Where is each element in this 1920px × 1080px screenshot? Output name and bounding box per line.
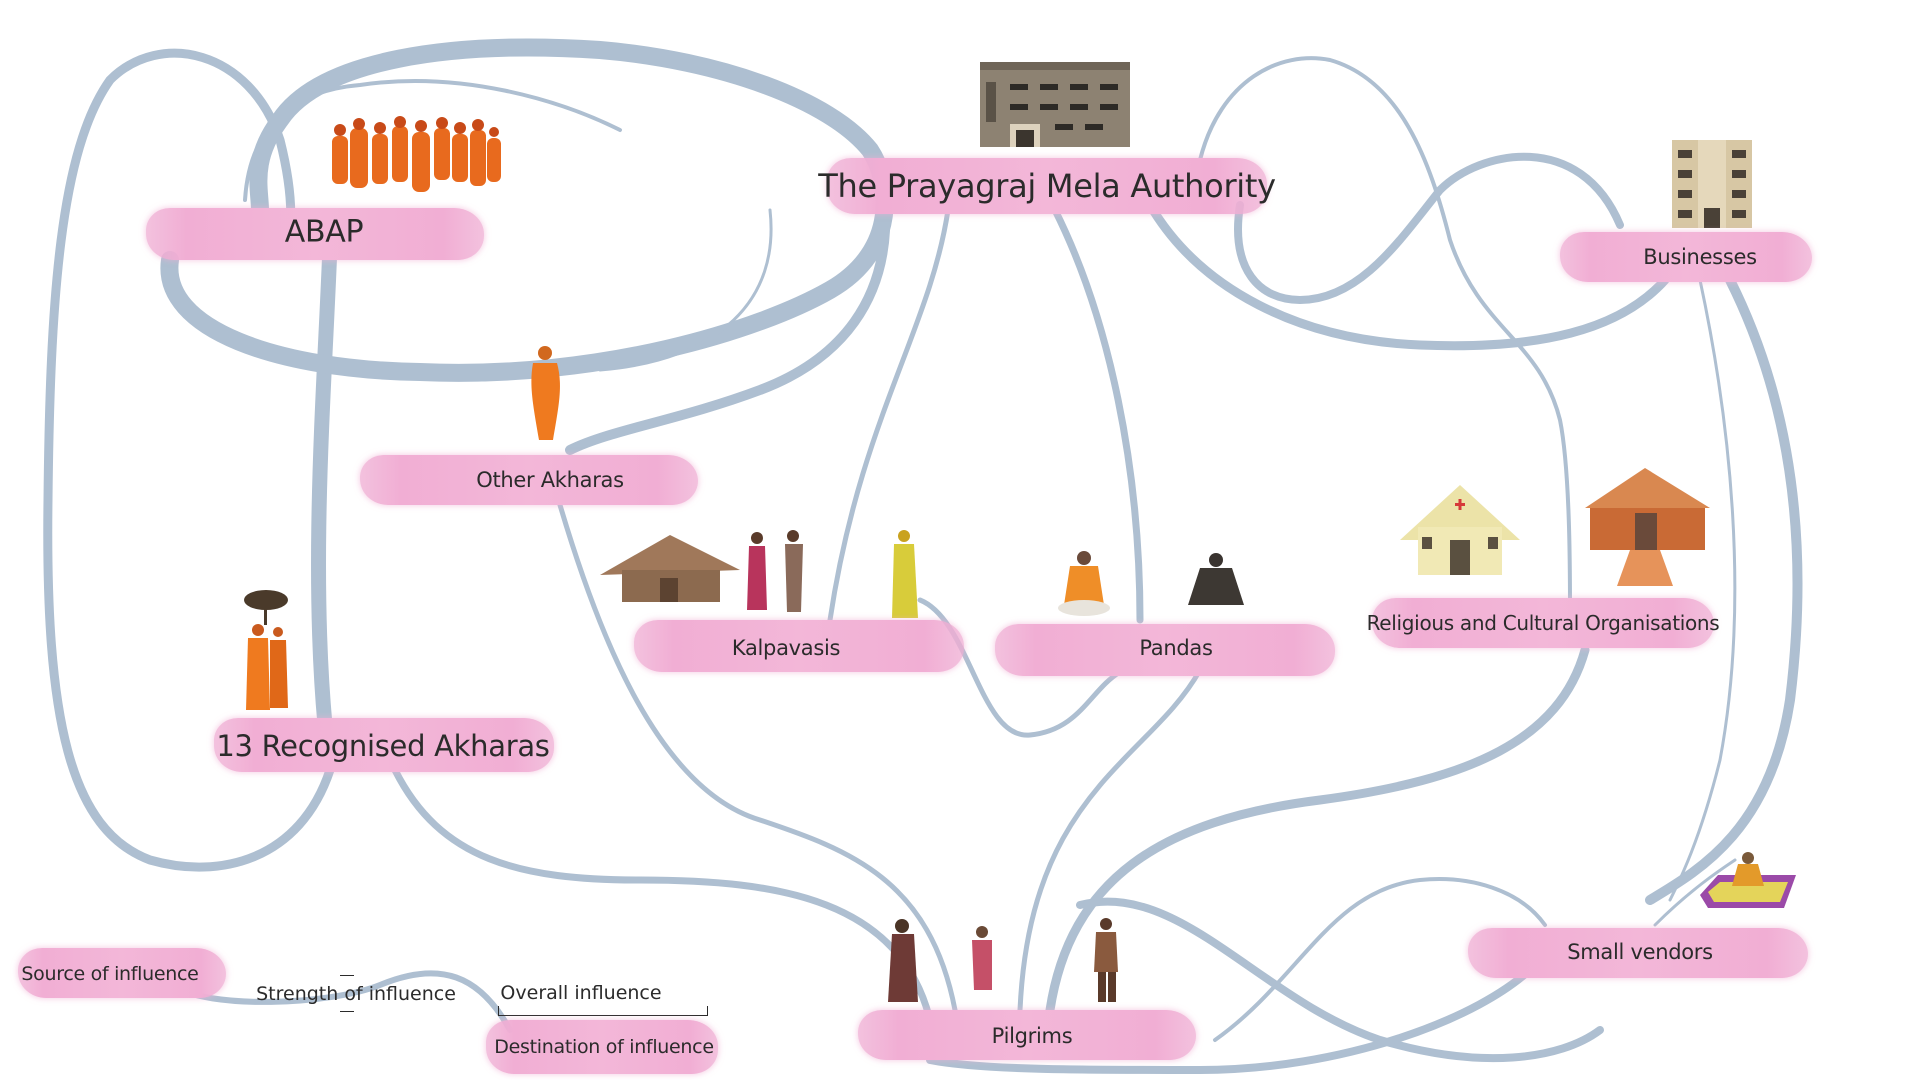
influence-flows — [43, 38, 1803, 1075]
flow-pilgrims-vendors — [1076, 897, 1604, 1063]
medical-tent-icon — [1400, 485, 1520, 575]
node-mela-authority-bg — [827, 158, 1267, 214]
flow-vendors-pilgrims — [926, 961, 1539, 1075]
kalpavasi-woman-icon — [892, 530, 918, 618]
flow-abap-akharas — [311, 237, 338, 733]
node-recognised-akharas-bg — [214, 718, 554, 772]
flow-businesses-vendors — [1645, 275, 1803, 905]
legend-source: Source of influence — [21, 963, 199, 985]
node-religious-orgs: Religious and Cultural Organisations — [1366, 611, 1720, 635]
flow-vendors-up — [1653, 858, 1737, 927]
office-building-icon — [1672, 140, 1752, 228]
flow-pandas-pilgrims — [1017, 667, 1203, 1013]
flow-mela-arc-right — [1198, 56, 1572, 612]
flow-mela-pandas — [1051, 206, 1144, 624]
flow-curl — [598, 208, 773, 372]
pilgrims-icon — [888, 918, 1118, 1002]
node-pandas: Pandas — [1139, 636, 1213, 660]
legend-strength: Strength of influence — [256, 983, 456, 1005]
legend-overall-bracket — [498, 1006, 708, 1016]
node-pandas-bg — [995, 624, 1335, 676]
thatched-hut-icon — [600, 535, 740, 602]
flow-businesses-thin — [1668, 278, 1737, 902]
node-pilgrims: Pilgrims — [991, 1024, 1073, 1048]
legend-strength-tick-bottom — [340, 1011, 354, 1012]
flow-mela-kalpavasis — [827, 207, 951, 623]
panda-priest-icon — [1058, 551, 1244, 616]
node-pilgrims-bg — [858, 1010, 1196, 1060]
sadhus-umbrella-icon — [244, 590, 288, 710]
node-abap-bg — [146, 208, 484, 260]
flow-mela-businesses — [1145, 200, 1670, 351]
kalpavasi-couple-icon — [747, 530, 803, 612]
node-kalpavasis: Kalpavasis — [731, 636, 841, 660]
legend-source-bg — [18, 948, 226, 998]
node-abap: ABAP — [284, 214, 364, 250]
flow-mela-other — [565, 200, 891, 455]
node-small-vendors: Small vendors — [1567, 940, 1713, 964]
flow-other-pilgrims — [557, 502, 958, 1013]
node-small-vendors-bg — [1468, 928, 1808, 978]
node-mela-authority: The Prayagraj Mela Authority — [818, 167, 1276, 205]
cultural-pavilion-icon — [1585, 468, 1710, 586]
node-other-akharas: Other Akharas — [476, 468, 624, 492]
vendor-mat-icon — [1700, 852, 1796, 908]
legend-flow — [167, 970, 513, 1033]
legend-destination: Destination of influence — [494, 1036, 714, 1058]
saffron-sadhu-icon — [531, 346, 560, 440]
node-recognised-akharas: 13 Recognised Akharas — [216, 729, 550, 763]
sadhus-group-icon — [332, 116, 501, 192]
legend-overall: Overall influence — [500, 982, 662, 1004]
flow-akharas-pilgrims — [391, 766, 934, 1024]
flow-businesses-mela — [1234, 152, 1624, 305]
legend-strength-tick-top — [340, 975, 354, 976]
node-businesses-bg — [1560, 232, 1812, 282]
node-kalpavasis-bg — [634, 620, 964, 672]
flow-vendors-loop — [1213, 877, 1547, 1042]
legend-destination-bg — [486, 1020, 718, 1074]
flow-orgs-pilgrims — [1045, 645, 1590, 1015]
node-businesses: Businesses — [1643, 245, 1757, 269]
flow-akharas-abap-outer — [43, 48, 335, 872]
node-religious-orgs-bg — [1372, 598, 1714, 648]
mela-authority-building-icon — [980, 62, 1130, 147]
node-other-akharas-bg — [360, 455, 698, 505]
